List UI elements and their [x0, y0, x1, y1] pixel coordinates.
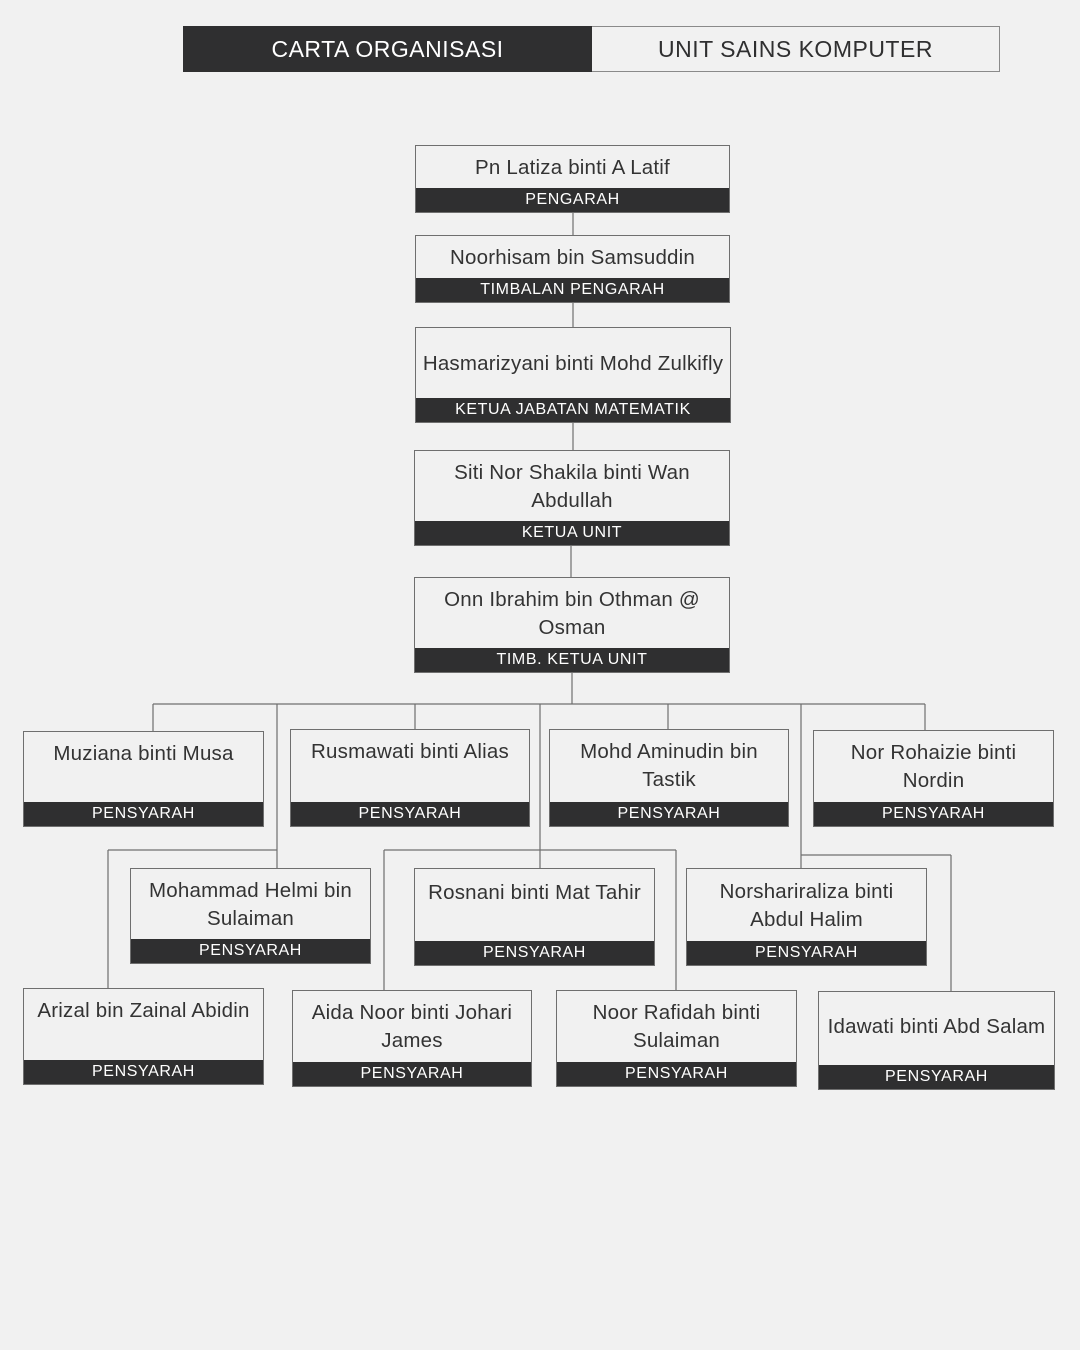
staff-card: Nor Rohaizie binti Nordin PENSYARAH [813, 730, 1054, 827]
person-role: PENSYARAH [24, 802, 263, 826]
person-card-pengarah: Pn Latiza binti A Latif PENGARAH [415, 145, 730, 213]
person-role: KETUA JABATAN MATEMATIK [416, 398, 730, 422]
person-name: Pn Latiza binti A Latif [475, 156, 670, 179]
person-role: PENSYARAH [814, 802, 1053, 826]
person-name: Rusmawati binti Alias [311, 740, 509, 763]
staff-card: Rusmawati binti Alias PENSYARAH [290, 729, 530, 827]
chart-title: CARTA ORGANISASI [183, 26, 592, 72]
person-name: Norshariraliza binti Abdul Halim [719, 880, 894, 931]
person-role: PENSYARAH [291, 802, 529, 826]
person-name: Mohammad Helmi bin Sulaiman [149, 879, 352, 930]
person-role: TIMBALAN PENGARAH [416, 278, 729, 302]
unit-title: UNIT SAINS KOMPUTER [592, 26, 1000, 72]
person-name: Aida Noor binti Johari James [311, 1001, 513, 1052]
person-role: TIMB. KETUA UNIT [415, 648, 729, 672]
person-role: PENSYARAH [131, 939, 370, 963]
person-card-timbalan-pengarah: Noorhisam bin Samsuddin TIMBALAN PENGARA… [415, 235, 730, 303]
person-name: Idawati binti Abd Salam [827, 1015, 1046, 1038]
person-card-timb-ketua-unit: Onn Ibrahim bin Othman @ Osman TIMB. KET… [414, 577, 730, 673]
person-card-ketua-jabatan: Hasmarizyani binti Mohd Zulkifly KETUA J… [415, 327, 731, 423]
person-role: PENSYARAH [819, 1065, 1054, 1089]
person-name: Arizal bin Zainal Abidin [37, 999, 250, 1022]
person-role: PENGARAH [416, 188, 729, 212]
person-name: Mohd Aminudin bin Tastik [580, 740, 758, 791]
staff-card: Idawati binti Abd Salam PENSYARAH [818, 991, 1055, 1090]
person-name: Noorhisam bin Samsuddin [449, 246, 696, 269]
person-name: Siti Nor Shakila binti Wan Abdullah [454, 461, 690, 512]
person-name: Hasmarizyani binti Mohd Zulkifly [422, 352, 724, 375]
staff-card: Mohd Aminudin bin Tastik PENSYARAH [549, 729, 789, 827]
staff-card: Mohammad Helmi bin Sulaiman PENSYARAH [130, 868, 371, 964]
staff-card: Muziana binti Musa PENSYARAH [23, 731, 264, 827]
person-role: KETUA UNIT [415, 521, 729, 545]
person-name: Rosnani binti Mat Tahir [428, 881, 641, 904]
staff-card: Norshariraliza binti Abdul Halim PENSYAR… [686, 868, 927, 966]
staff-card: Rosnani binti Mat Tahir PENSYARAH [414, 868, 655, 966]
person-role: PENSYARAH [687, 941, 926, 965]
person-role: PENSYARAH [550, 802, 788, 826]
person-role: PENSYARAH [415, 941, 654, 965]
chart-header: CARTA ORGANISASI UNIT SAINS KOMPUTER [183, 26, 1000, 72]
person-card-ketua-unit: Siti Nor Shakila binti Wan Abdullah KETU… [414, 450, 730, 546]
person-name: Noor Rafidah binti Sulaiman [592, 1001, 761, 1052]
person-role: PENSYARAH [293, 1062, 531, 1086]
person-role: PENSYARAH [557, 1062, 796, 1086]
person-role: PENSYARAH [24, 1060, 263, 1084]
person-name: Muziana binti Musa [53, 742, 234, 765]
person-name: Onn Ibrahim bin Othman @ Osman [444, 588, 700, 639]
staff-card: Noor Rafidah binti Sulaiman PENSYARAH [556, 990, 797, 1087]
person-name: Nor Rohaizie binti Nordin [850, 741, 1017, 792]
staff-card: Arizal bin Zainal Abidin PENSYARAH [23, 988, 264, 1085]
staff-card: Aida Noor binti Johari James PENSYARAH [292, 990, 532, 1087]
